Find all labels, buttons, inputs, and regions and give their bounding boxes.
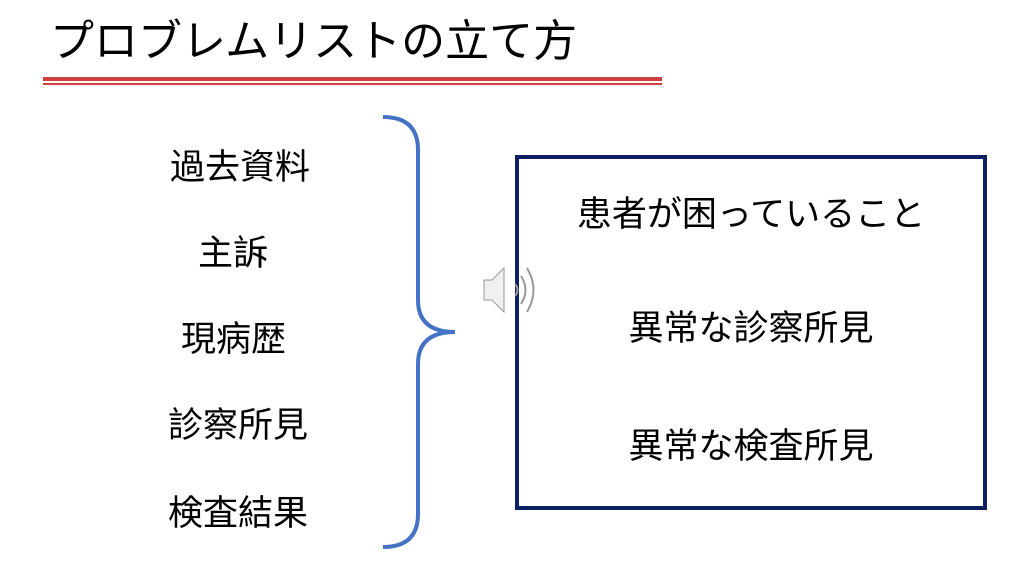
problem-item: 異常な検査所見 <box>628 427 874 467</box>
title-underline-thin <box>43 83 662 85</box>
source-item: 過去資料 <box>170 148 311 188</box>
source-item: 検査結果 <box>168 494 309 534</box>
source-item: 診察所見 <box>168 406 309 446</box>
title-underline <box>43 77 662 81</box>
slide-title: プロブレムリストの立て方 <box>50 16 578 67</box>
problem-list-box: 患者が困っていること 異常な診察所見 異常な検査所見 <box>515 155 987 510</box>
problem-item: 異常な診察所見 <box>628 309 874 349</box>
source-item: 主訴 <box>198 234 269 274</box>
audio-speaker-icon[interactable] <box>478 262 548 322</box>
problem-item: 患者が困っていること <box>576 195 926 235</box>
source-item: 現病歴 <box>181 320 287 360</box>
